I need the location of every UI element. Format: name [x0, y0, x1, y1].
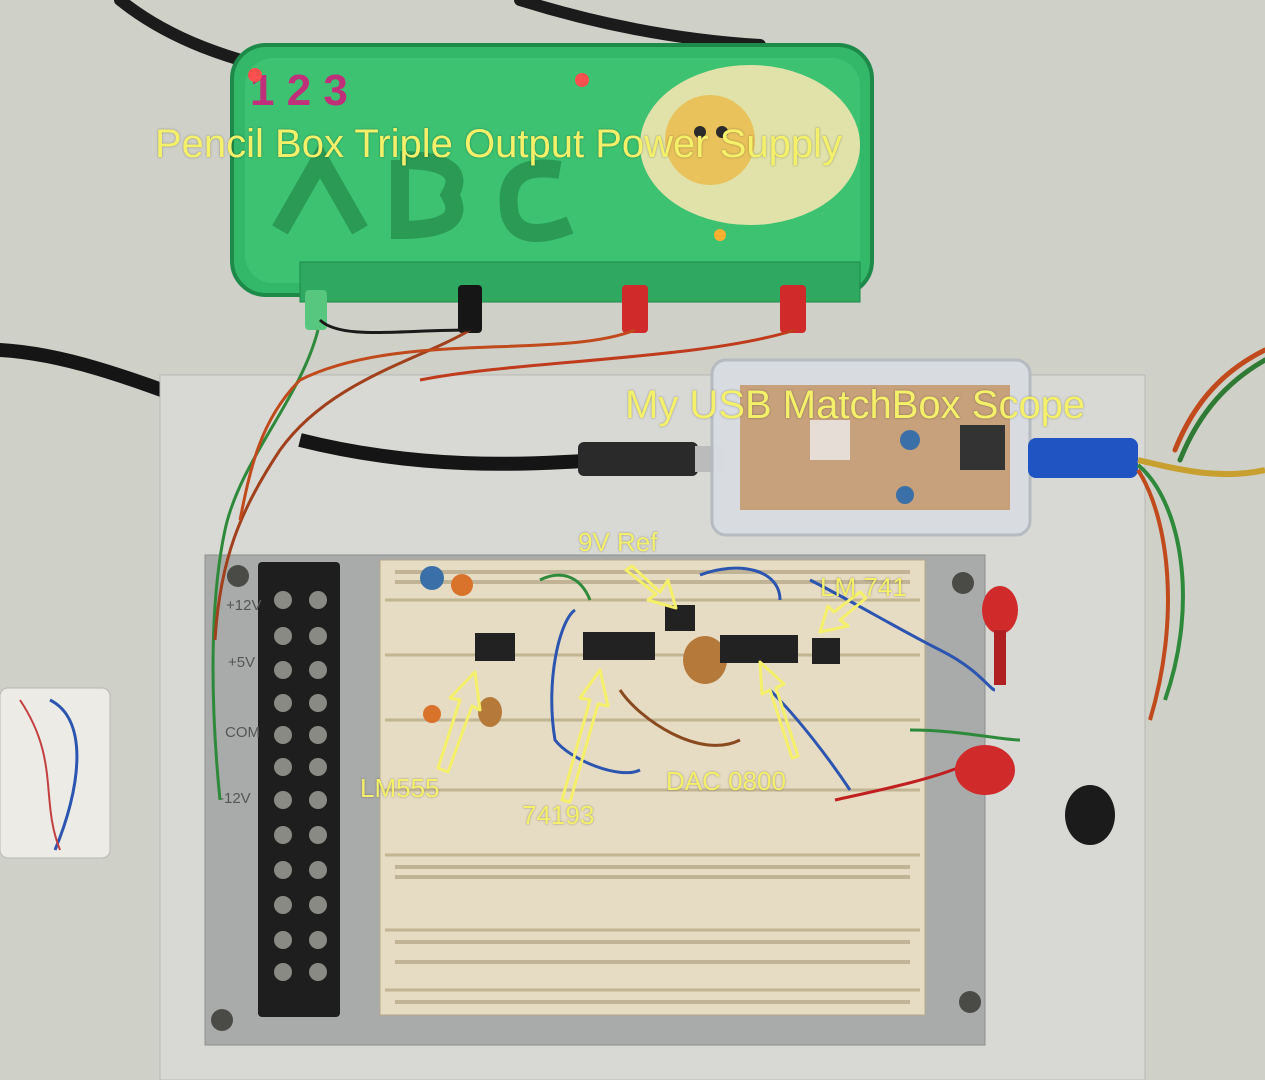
electrolytic-capacitor-blue	[420, 566, 444, 590]
counter-74193-chip	[583, 632, 655, 660]
power-led-orange	[714, 229, 726, 241]
arrow-lm741	[818, 590, 868, 634]
plate-screws	[211, 565, 981, 1031]
label-plus5: +5V	[228, 654, 255, 671]
label-plus12: +12V	[226, 597, 261, 614]
ceramic-capacitor	[683, 636, 727, 684]
lm555-chip	[475, 633, 515, 661]
supply-wires	[211, 318, 796, 801]
caption-usb-scope: My USB MatchBox Scope	[625, 383, 1086, 427]
small-capacitor	[478, 697, 502, 727]
power-led-red-1	[248, 68, 262, 82]
small-breadboard	[0, 687, 111, 859]
reference-regulator	[665, 605, 695, 631]
label-com: COM	[225, 724, 260, 741]
sticker-digits: 1 2 3	[250, 66, 348, 115]
blue-usb-cable	[1028, 438, 1265, 721]
lm741-chip	[812, 638, 840, 664]
terminal-block	[258, 562, 340, 1017]
arrow-74193	[560, 668, 610, 804]
caption-lm555: LM555	[360, 773, 440, 803]
electrolytic-capacitor-small	[423, 705, 441, 723]
circuit-components	[420, 566, 840, 727]
label-minus12: -12V	[219, 790, 251, 807]
electrolytic-capacitor-orange	[451, 574, 473, 596]
arrow-9v-ref	[624, 564, 678, 610]
rail-labels: +12V +5V COM -12V	[219, 597, 261, 807]
binding-posts	[305, 285, 806, 333]
matchbox-scope	[710, 358, 1032, 537]
arrow-dac0800	[758, 660, 800, 760]
power-led-red-2	[575, 73, 589, 87]
dac0800-chip	[720, 635, 798, 663]
molded-abc-letters	[272, 141, 574, 242]
arrow-lm555	[436, 670, 482, 774]
caption-9v-ref: 9V Ref	[578, 527, 658, 557]
caption-lm741: LM 741	[820, 572, 907, 602]
probe-clips	[955, 586, 1115, 845]
caption-74193: 74193	[522, 800, 595, 830]
annotation-arrows	[436, 564, 868, 804]
caption-power-supply: Pencil Box Triple Output Power Supply	[155, 122, 843, 166]
usb-cable	[298, 433, 725, 476]
caption-dac0800: DAC 0800	[666, 766, 786, 796]
pencil-box-power-supply: 1 2 3	[230, 43, 874, 333]
